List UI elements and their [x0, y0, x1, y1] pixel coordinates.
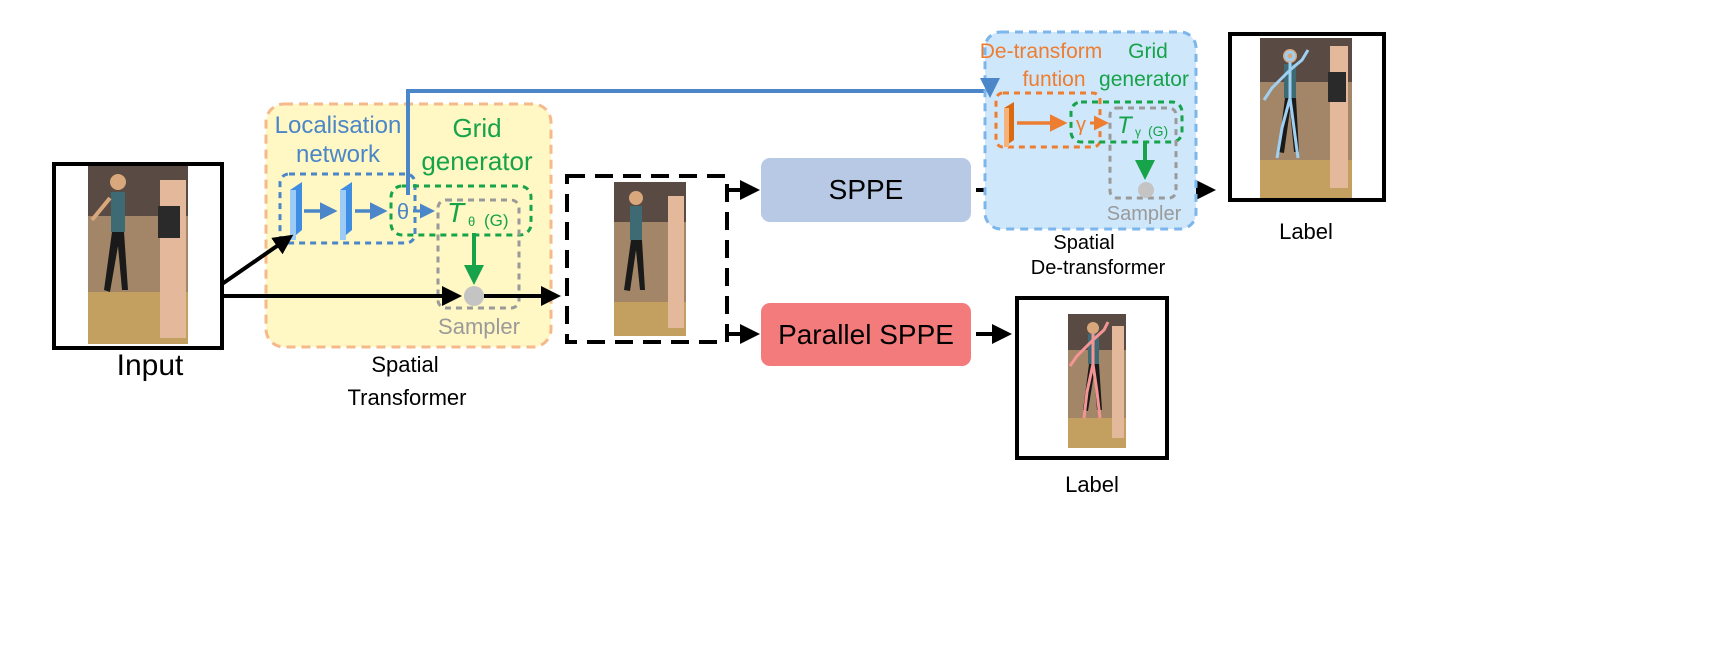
detransform-sampler-box [1108, 106, 1178, 200]
grid-generator-label-line1: Grid [452, 113, 501, 143]
detransform-transform-argument: (G) [1148, 123, 1168, 139]
sampler-box [436, 198, 521, 310]
bottom-label-output: Label [1015, 296, 1169, 497]
detransform-function-box [994, 91, 1102, 149]
sampler-label: Sampler [438, 314, 520, 339]
localisation-network-label-line1: Localisation [275, 112, 402, 139]
input-frame: Input [52, 162, 224, 382]
transform-subscript: θ [468, 214, 475, 229]
sppe-block: SPPE [761, 158, 971, 222]
detransform-grid-label-line2: generator [1099, 68, 1189, 91]
parallel-sppe-label: Parallel SPPE [778, 319, 954, 350]
detransform-layer-icon [1004, 102, 1014, 147]
localisation-network-box [278, 172, 417, 245]
sampler-node [464, 286, 484, 306]
parallel-sppe-block: Parallel SPPE [761, 303, 971, 366]
cropped-photo [614, 182, 686, 336]
detransform-transform-function: T γ (G) [1117, 112, 1168, 140]
cropped-region-box [565, 174, 729, 344]
spatial-detransformer: De-transform funtion Grid generator γ T … [980, 30, 1198, 279]
transform-symbol: T [447, 197, 466, 228]
detransform-grid-label-line1: Grid [1128, 40, 1168, 63]
top-label-output: Label [1228, 32, 1386, 244]
spatial-transformer-caption-line1: Spatial [371, 352, 438, 377]
detransform-sampler-node [1138, 182, 1154, 198]
input-photo [88, 166, 188, 344]
cropped-region [565, 174, 729, 344]
bottom-label-photo [1068, 314, 1126, 448]
cnn-layer-1-icon [290, 182, 302, 240]
top-label-text: Label [1279, 219, 1333, 244]
transform-function: T θ (G) [447, 197, 509, 230]
bottom-label-text: Label [1065, 472, 1119, 497]
gamma-symbol: γ [1076, 114, 1086, 136]
input-to-localisation-arrow [220, 234, 294, 286]
detransform-sampler-label: Sampler [1107, 203, 1182, 225]
detransform-function-label-line1: De-transform [980, 40, 1103, 63]
grid-generator-box [389, 184, 533, 237]
bottom-pose-skeleton [1068, 321, 1110, 419]
transform-argument: (G) [484, 211, 509, 230]
spatial-transformer-caption-line2: Transformer [348, 385, 467, 410]
top-pose-skeleton [1262, 49, 1310, 159]
detransform-function-label-line2: funtion [1022, 68, 1085, 91]
localisation-network-label-line2: network [296, 141, 381, 168]
spatial-detransformer-caption-line1: Spatial [1053, 232, 1114, 254]
detransform-transform-subscript: γ [1135, 125, 1141, 139]
detransform-transform-symbol: T [1117, 112, 1134, 139]
sppe-label: SPPE [829, 174, 904, 205]
spatial-transformer: Localisation network Grid generator θ T … [264, 102, 553, 410]
theta-symbol: θ [397, 199, 409, 224]
cnn-layer-2-icon [340, 182, 352, 240]
spatial-detransformer-caption-line2: De-transformer [1031, 257, 1166, 279]
grid-generator-label-line2: generator [421, 146, 533, 176]
top-label-photo [1260, 38, 1352, 198]
input-label: Input [117, 349, 184, 382]
detransform-grid-box [1069, 100, 1184, 144]
